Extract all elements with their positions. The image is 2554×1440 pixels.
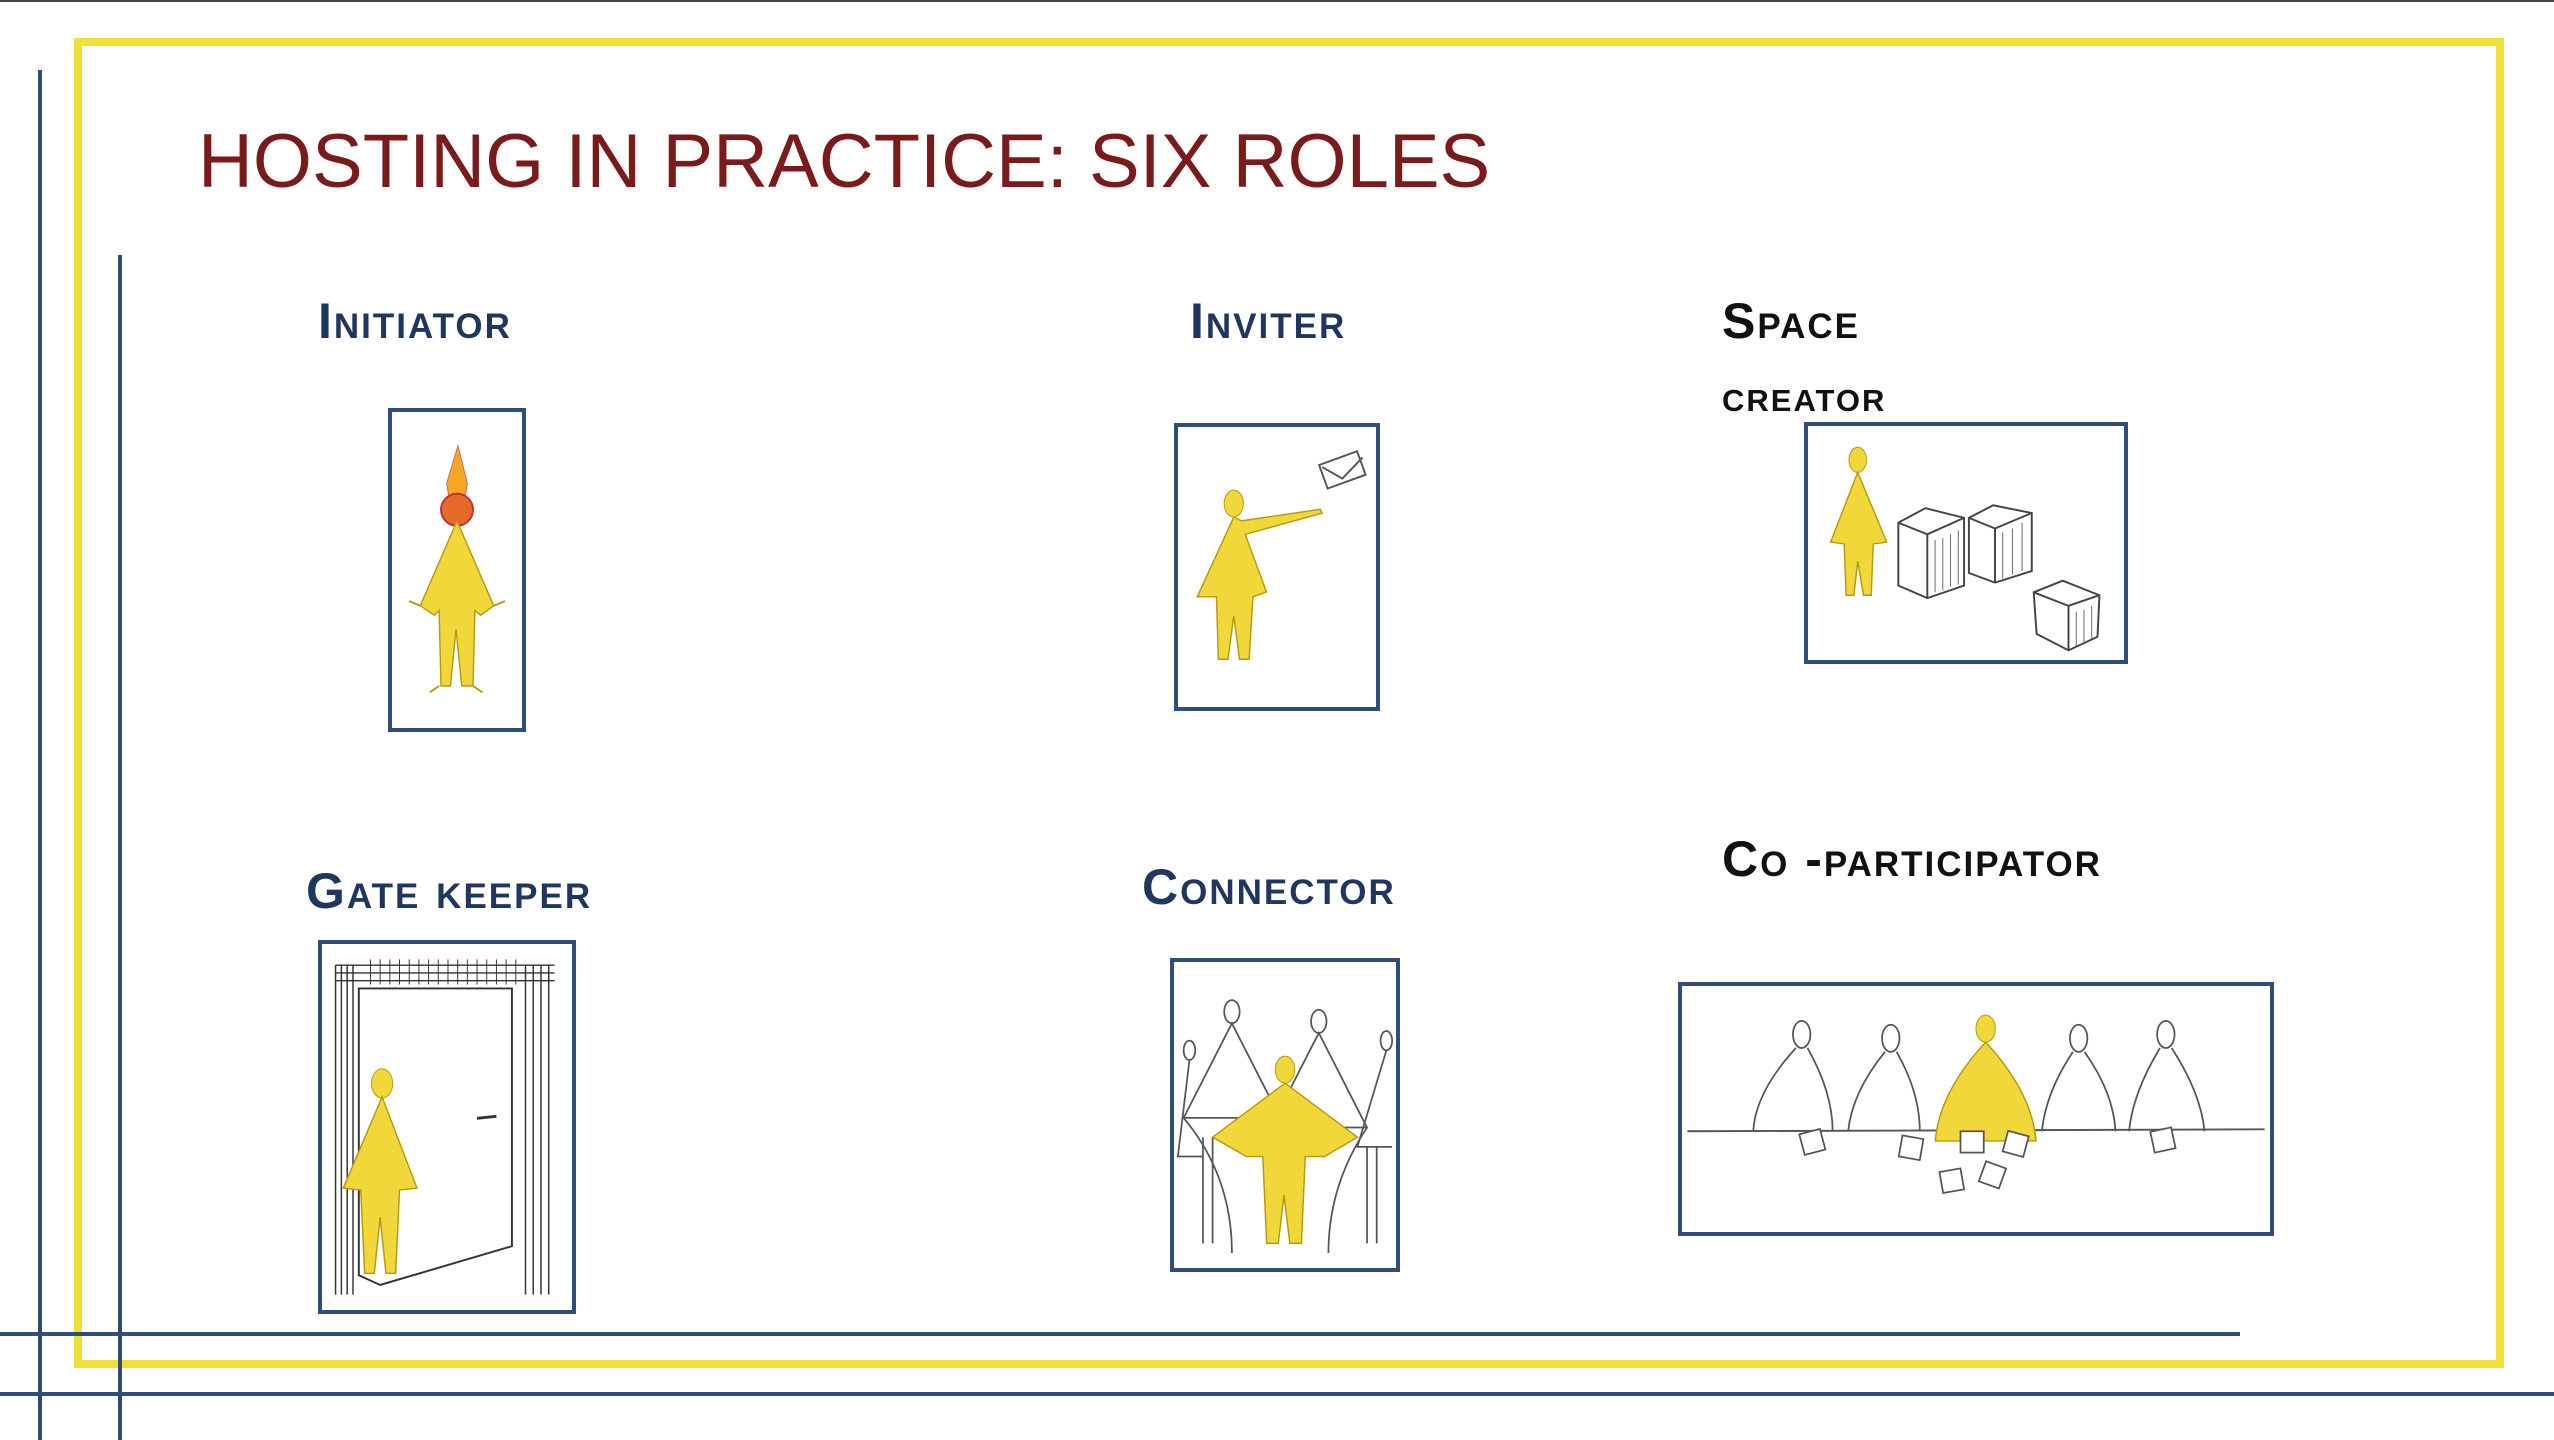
initiator-illustration bbox=[388, 408, 526, 732]
role-label-connector: Connector bbox=[1142, 859, 1396, 915]
blue-vertical-line-inner bbox=[118, 255, 122, 1440]
role-label-co-participator: Co -participator bbox=[1722, 831, 2102, 887]
role-label-inviter: Inviter bbox=[1190, 293, 1347, 349]
inviter-illustration bbox=[1174, 423, 1380, 711]
top-rule bbox=[0, 0, 2554, 2]
co-participator-group-at-table-icon bbox=[1687, 1014, 2265, 1195]
initiator-figure-with-flame-icon bbox=[408, 443, 506, 694]
yellow-frame bbox=[74, 38, 2504, 1368]
co-participator-illustration bbox=[1678, 982, 2274, 1236]
blue-horizontal-line-upper bbox=[0, 1332, 2240, 1336]
gate-keeper-illustration bbox=[318, 940, 576, 1314]
blue-vertical-line-outer bbox=[38, 70, 42, 1440]
space-creator-illustration bbox=[1804, 422, 2128, 664]
role-label-creator: creator bbox=[1722, 372, 1887, 421]
gate-keeper-figure-at-door-icon bbox=[334, 959, 555, 1295]
connector-illustration bbox=[1170, 958, 1400, 1272]
role-label-space: Space bbox=[1722, 293, 1860, 349]
slide-title: HOSTING IN PRACTICE: SIX ROLES bbox=[198, 119, 1491, 204]
role-label-gate-keeper: Gate keeper bbox=[306, 863, 593, 919]
inviter-figure-throwing-envelope-icon bbox=[1196, 450, 1367, 660]
space-creator-figure-with-boxes-icon bbox=[1829, 446, 2101, 652]
blue-horizontal-line-lower bbox=[0, 1392, 2554, 1396]
role-label-initiator: Initiator bbox=[318, 293, 512, 349]
connector-figure-linking-people-icon bbox=[1176, 999, 1394, 1254]
